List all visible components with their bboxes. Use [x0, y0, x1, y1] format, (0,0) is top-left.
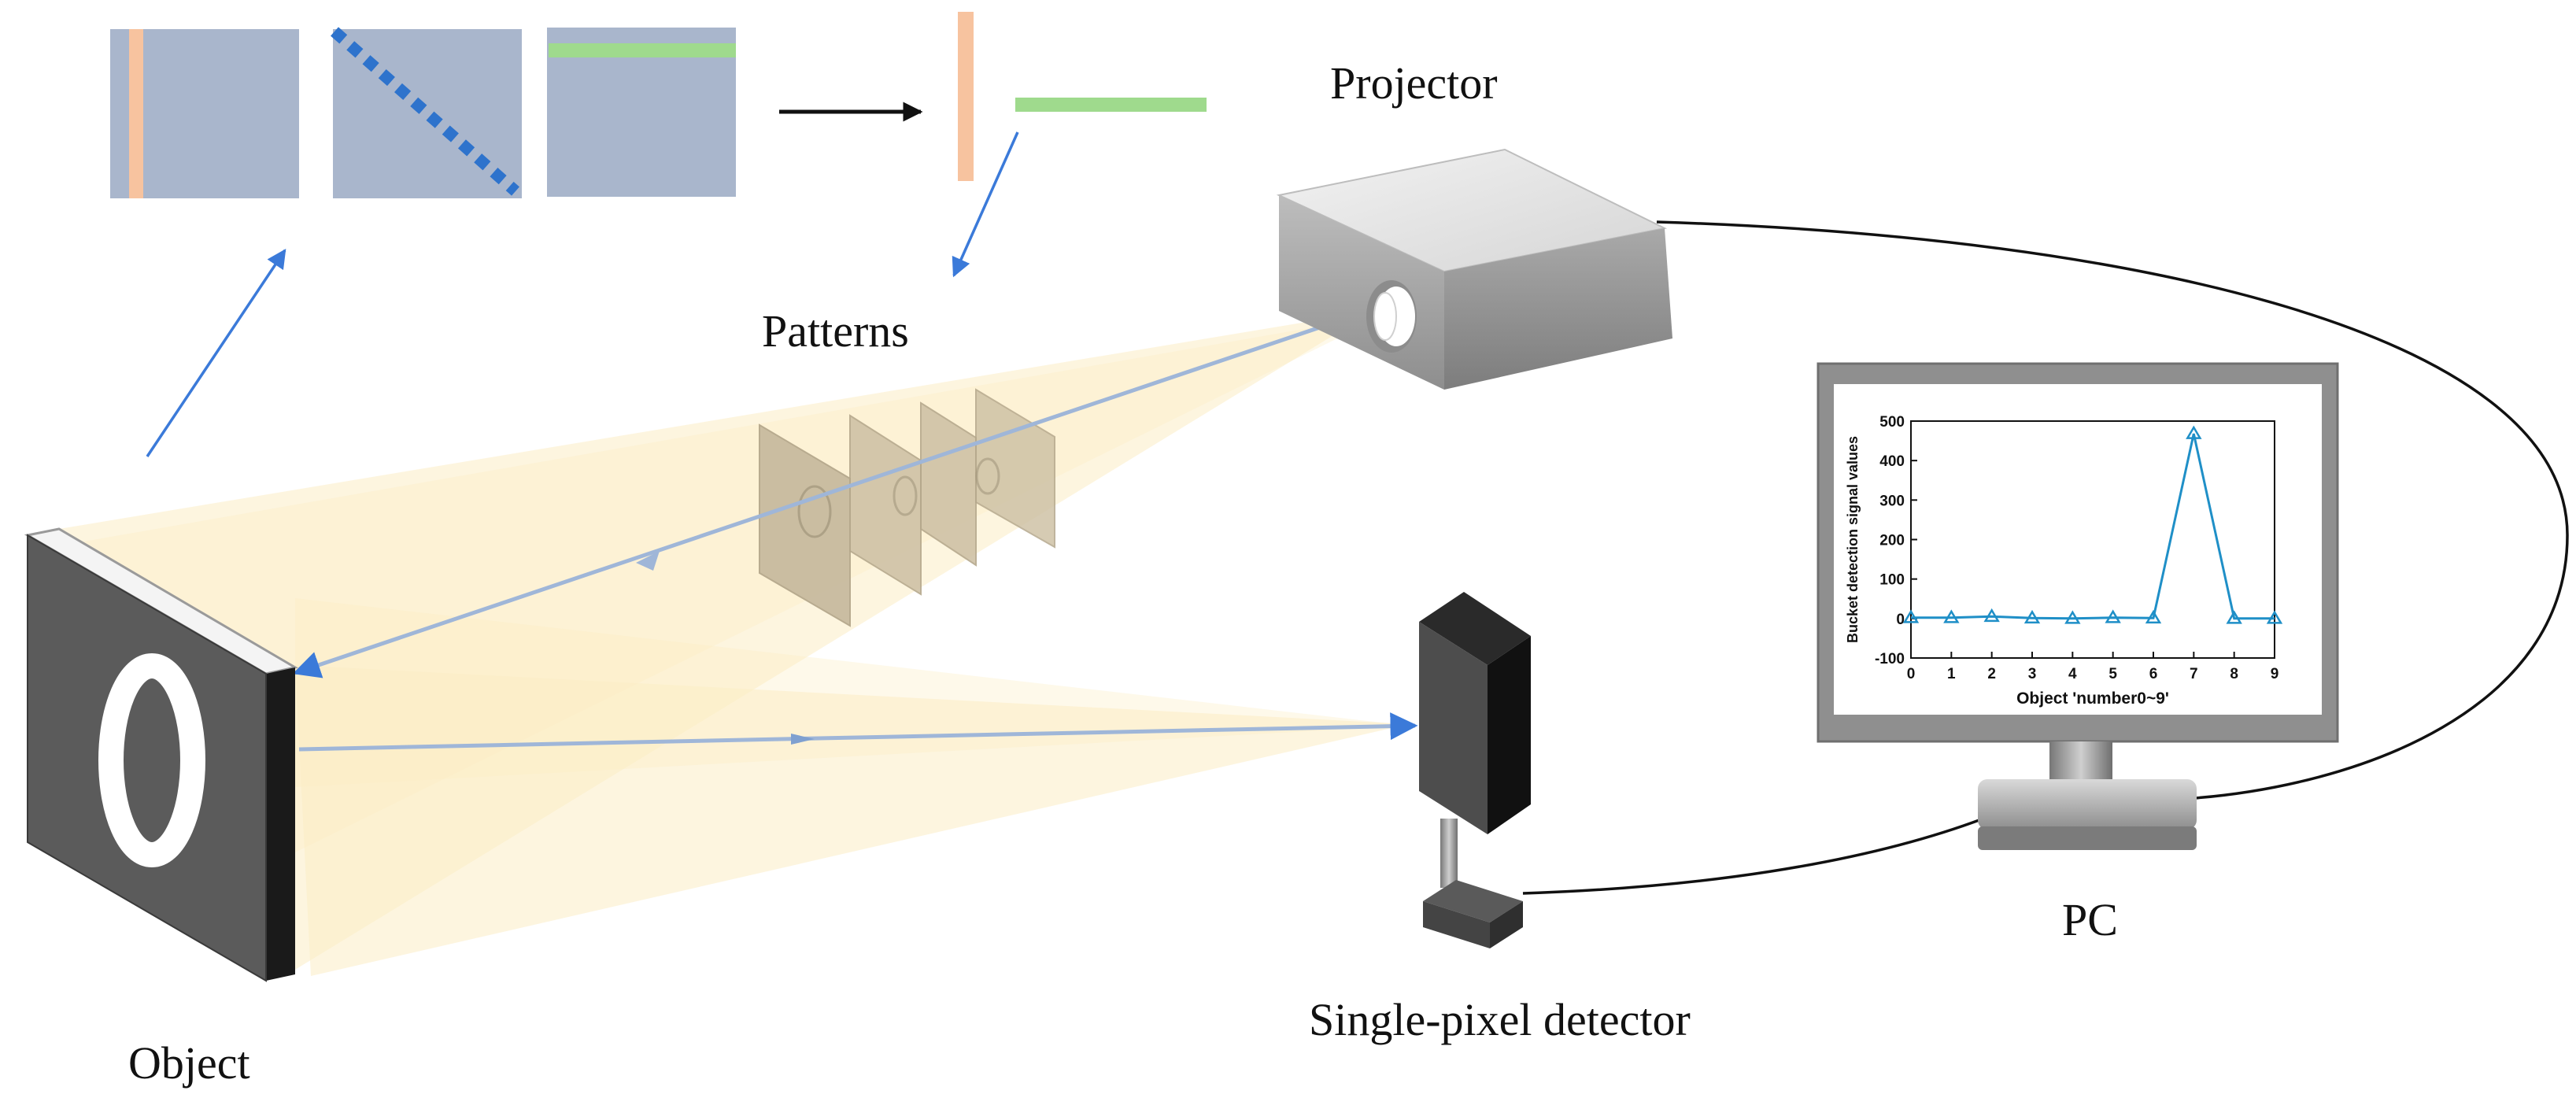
x-tick-label: 7 — [2190, 666, 2198, 682]
pattern-tile-diagonal — [331, 27, 522, 198]
y-tick-label: 200 — [1879, 533, 1905, 549]
pattern-tile-horizontal — [547, 28, 736, 197]
series-markers — [1902, 425, 2283, 624]
pc-label: PC — [2062, 894, 2118, 945]
patterns-arrow — [952, 131, 1019, 278]
object-board — [24, 527, 299, 982]
projector-cable — [1656, 220, 2569, 800]
x-tick-label: 9 — [2271, 666, 2279, 682]
y-ticks: -100 0 100 200 300 400 500 — [1875, 414, 1917, 667]
x-axis-label: Object 'number0~9' — [2016, 689, 2169, 708]
y-tick-label: 400 — [1879, 453, 1905, 470]
object-digit-shape — [98, 653, 205, 867]
pattern-sequence — [110, 27, 736, 198]
data-point — [2145, 609, 2162, 624]
y-tick-label: 0 — [1896, 612, 1905, 628]
y-tick-label: 500 — [1879, 414, 1905, 431]
data-point — [2064, 610, 2081, 624]
data-point — [2023, 609, 2041, 624]
data-point — [2266, 610, 2283, 624]
detector-cable — [1522, 817, 1984, 895]
detector-label: Single-pixel detector — [1309, 994, 1691, 1045]
y-tick-label: 300 — [1879, 493, 1905, 509]
data-point — [2226, 610, 2242, 624]
y-tick-label: 100 — [1879, 572, 1905, 589]
pattern-decomposition — [958, 12, 1207, 181]
object-label: Object — [128, 1037, 250, 1089]
data-point — [2105, 609, 2121, 623]
object-to-patterns-arrow — [146, 248, 286, 457]
x-tick-label: 2 — [1987, 666, 1996, 682]
y-axis-label: Bucket detection signal values — [1845, 436, 1861, 643]
reflected-ray-midarrow — [791, 734, 815, 745]
x-tick-label: 4 — [2068, 666, 2077, 682]
projector — [1276, 148, 1672, 390]
x-tick-label: 6 — [2149, 666, 2158, 682]
pattern-tile-vertical — [110, 29, 299, 198]
single-pixel-detector — [1419, 592, 1531, 948]
data-point — [1943, 609, 1960, 623]
reflected-ray — [298, 712, 1418, 752]
x-ticks: 0 1 2 3 4 5 6 7 8 9 — [1907, 652, 2279, 682]
reflected-light-cone — [295, 598, 1409, 976]
x-tick-label: 8 — [2230, 666, 2238, 682]
projector-label: Projector — [1330, 57, 1498, 109]
x-tick-label: 5 — [2108, 666, 2117, 682]
data-point — [1902, 609, 1920, 623]
projection-ray-midarrow — [636, 551, 660, 571]
x-tick-label: 1 — [1947, 666, 1956, 682]
x-tick-label: 0 — [1907, 666, 1916, 682]
monitor-screen — [1834, 384, 2322, 715]
y-tick-label: -100 — [1875, 651, 1905, 667]
pattern-planes — [759, 388, 1055, 627]
x-tick-label: 3 — [2028, 666, 2037, 682]
projector-lens — [1366, 280, 1417, 353]
data-point — [1983, 608, 2000, 623]
projection-ray — [292, 307, 1374, 678]
series-line — [1911, 433, 2275, 620]
patterns-label: Patterns — [762, 305, 909, 357]
data-point — [2186, 425, 2202, 439]
